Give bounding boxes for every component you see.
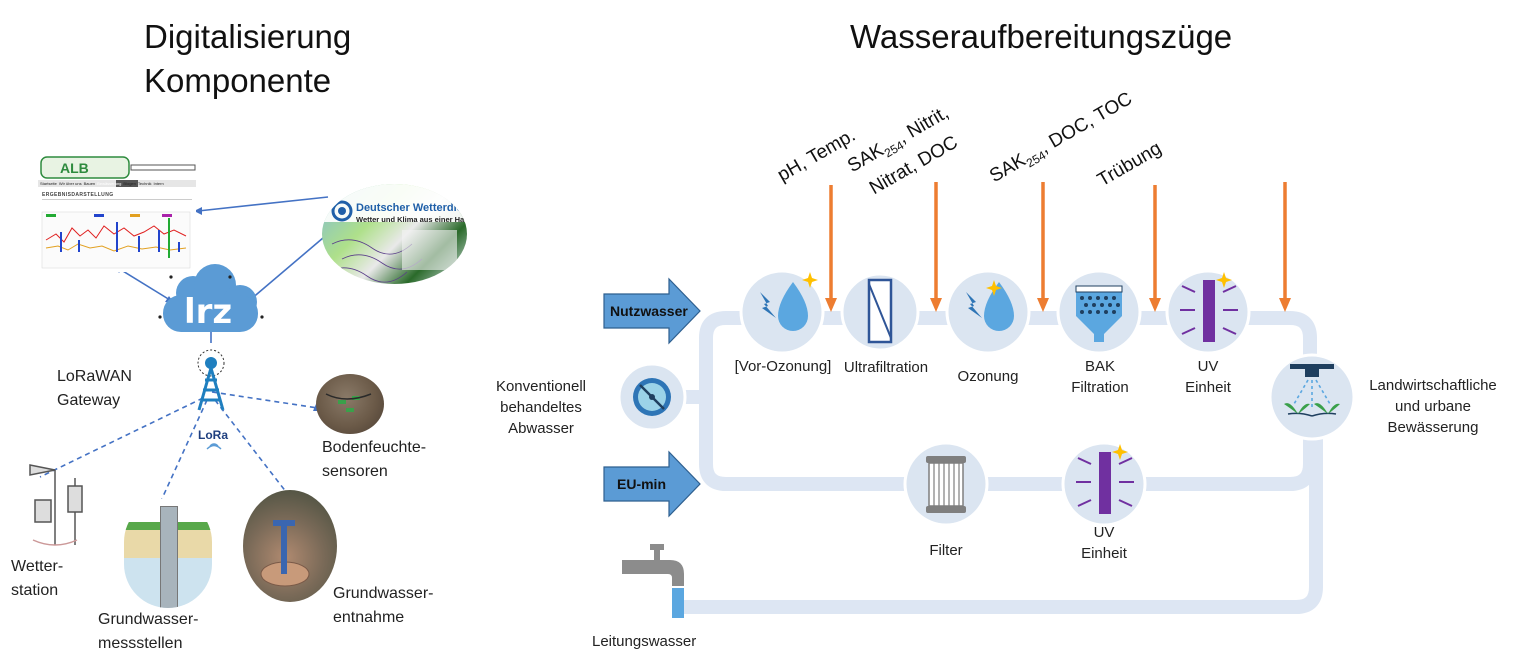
lrz-label: lrz [184, 292, 233, 332]
uv-lamp-icon [1076, 444, 1134, 514]
gateway-label-line2: Gateway [57, 392, 121, 409]
dashboard-nav: Startseite Wir über uns Bauen Bewässerun… [40, 181, 164, 186]
dashboard-section: ERGEBNISDARSTELLUNG [42, 192, 114, 198]
left-title-line1: Digitalisierung [144, 18, 352, 55]
cloud-to-dashboard-arrow [117, 267, 171, 301]
soil-label-line2: sensoren [322, 463, 388, 480]
gw-measuring-well-image [124, 498, 212, 608]
ozone-icon [966, 280, 1014, 331]
eu-min-label: EU-min [617, 476, 666, 492]
activated-carbon-filter-icon [1075, 285, 1123, 342]
nutzwasser-arrow [603, 277, 701, 345]
ozonung-label: Ozonung [957, 368, 1019, 385]
weather-label-line2: station [11, 582, 59, 599]
dwd-to-cloud-arrow [249, 231, 331, 301]
gateway-label-line1: LoRaWAN [57, 368, 132, 385]
lora-label: LoRa [198, 428, 228, 442]
irrigation-label-line1: Landwirtschaftliche [1369, 377, 1497, 394]
irrigation-label-line2: und urbane [1395, 398, 1471, 415]
dwd-to-dashboard-arrow [197, 196, 329, 212]
uv-top-label-line1: UV [1197, 358, 1219, 375]
ultrafiltration-label: Ultrafiltration [843, 359, 929, 376]
measurement-arrows [825, 182, 1291, 312]
bak-label-line1: BAK [1084, 358, 1115, 375]
treatment-plant-icon [633, 378, 671, 416]
cartridge-filter-icon [926, 456, 966, 513]
leitungswasser-label: Leitungswasser [592, 633, 697, 650]
dwd-logo-icon [331, 200, 353, 222]
sprinkler-irrigation-icon [1284, 364, 1340, 417]
gw-extraction-photo [243, 490, 337, 602]
vor-ozonung-label: [Vor-Ozonung] [734, 358, 832, 375]
dwd-title: Deutscher Wetterdienst [356, 202, 467, 214]
konventionell-label-line2: behandeltes [500, 399, 582, 416]
gw-extract-label-line2: entnahme [333, 609, 405, 626]
uv-top-label-line2: Einheit [1185, 379, 1231, 396]
konventionell-label-line3: Abwasser [508, 420, 574, 437]
eu-min-arrow [603, 450, 701, 518]
soil-sensor-photo [316, 374, 384, 434]
gw-measure-label-line2: messstellen [98, 635, 183, 652]
gw-measure-label-line1: Grundwasser- [98, 611, 199, 628]
gw-extract-label-line1: Grundwasser- [333, 585, 434, 602]
ozone-icon [760, 272, 818, 331]
water-tap-icon [622, 544, 684, 618]
uv-bottom-label-line1: UV [1093, 524, 1115, 541]
konventionell-label-line1: Konventionell [495, 378, 587, 395]
filter-label: Filter [929, 542, 963, 559]
soil-label-line1: Bodenfeuchte- [322, 439, 427, 456]
right-title: Wasseraufbereitungszüge [850, 18, 1233, 55]
ultrafiltration-icon [867, 278, 893, 344]
weather-label-line1: Wetter- [11, 558, 64, 575]
alb-dashboard-screenshot: ALB Startseite Wir über uns Bauen Bewäss… [38, 156, 196, 272]
nutzwasser-label: Nutzwasser [610, 303, 688, 319]
irrigation-label-line3: Bewässerung [1387, 419, 1479, 436]
left-title-line2: Komponente [144, 62, 332, 99]
dwd-weather-map: Deutscher Wetterdienst Wetter und Klima … [322, 184, 467, 284]
bak-label-line2: Filtration [1071, 379, 1129, 396]
uv-bottom-label-line2: Einheit [1081, 545, 1127, 562]
dwd-subtitle: Wetter und Klima aus einer Hand [356, 215, 467, 224]
uv-lamp-icon [1180, 272, 1238, 342]
node-irrigation [1268, 353, 1356, 441]
alb-logo-text: ALB [60, 160, 89, 176]
lora-links [39, 391, 319, 504]
